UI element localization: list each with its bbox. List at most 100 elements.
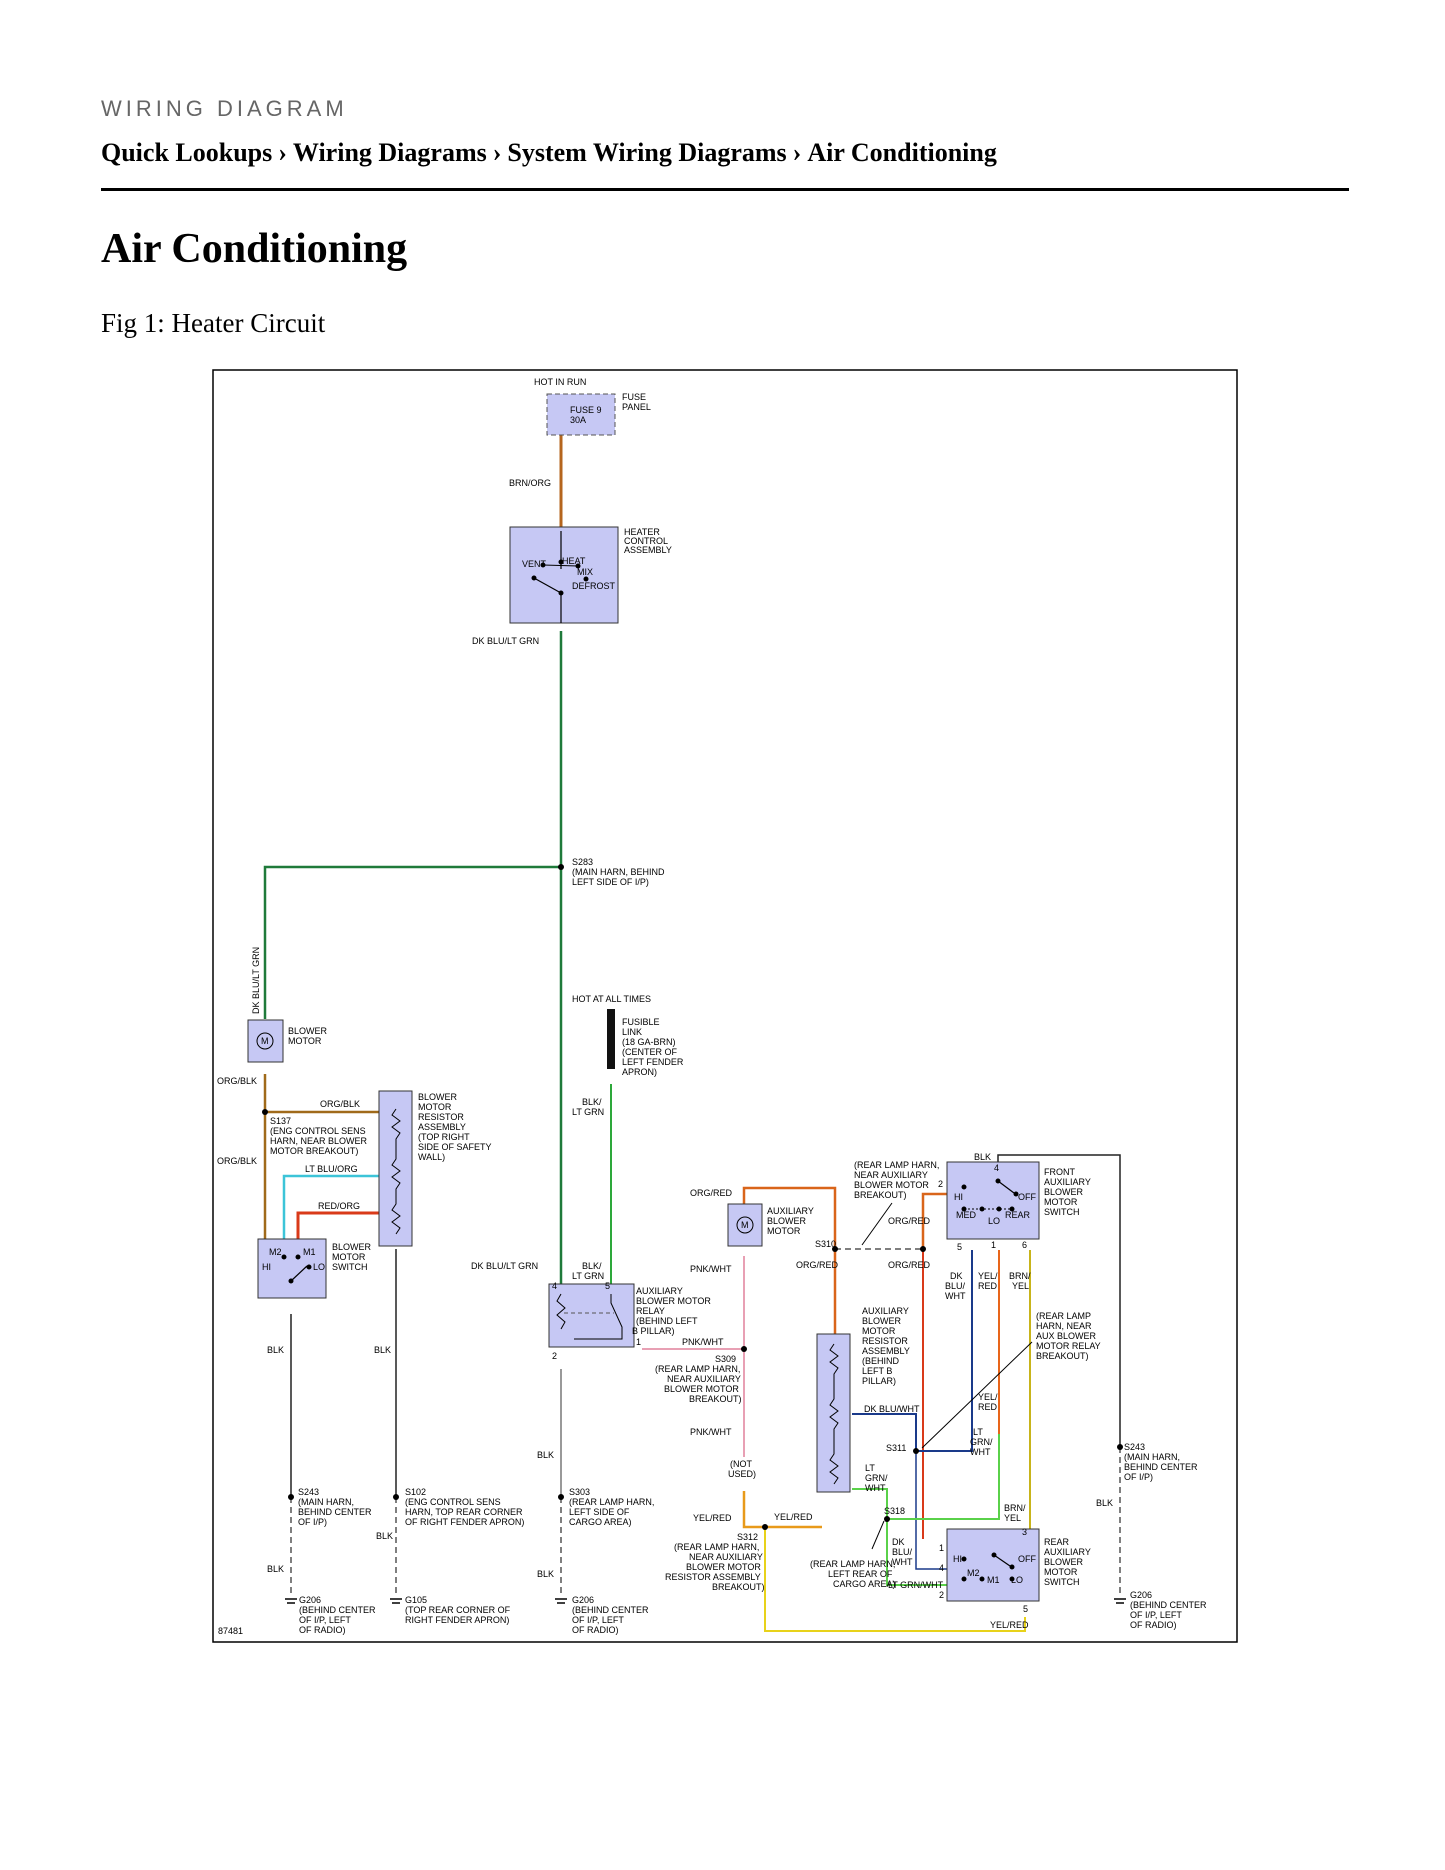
- wire-lt-grn-wht: [852, 1488, 947, 1586]
- blower-motor-symbol: [256, 1032, 274, 1050]
- label-blk-2: BLK: [374, 1345, 391, 1355]
- label-s303-4: CARGO AREA): [569, 1517, 632, 1527]
- label-rear-lo: LO: [1011, 1575, 1023, 1585]
- label-s102-2: (ENG CONTROL SENS: [405, 1497, 501, 1507]
- label-s309-3: NEAR AUXILIARY: [667, 1374, 741, 1384]
- label-g206-c1: G206: [1130, 1590, 1152, 1600]
- label-dk-blu-lt-grn-top: DK BLU/LT GRN: [472, 636, 539, 646]
- label-front-med: MED: [956, 1210, 977, 1220]
- label-blk-lt-grn-2a: BLK/: [582, 1261, 602, 1271]
- label-front-rear: REAR: [1005, 1210, 1031, 1220]
- label-s243-r4: OF I/P): [1124, 1472, 1153, 1482]
- label-m2: M2: [269, 1247, 282, 1257]
- label-fusible-1: FUSIBLE: [622, 1017, 660, 1027]
- label-fusible-4: (CENTER OF: [622, 1047, 678, 1057]
- label-s243-r2: (MAIN HARN,: [1124, 1452, 1180, 1462]
- breadcrumb-system-wiring-diagrams[interactable]: System Wiring Diagrams: [507, 138, 787, 167]
- label-blk-lt-grn-1a: BLK/: [582, 1097, 602, 1107]
- label-not-used-1: (NOT: [730, 1459, 752, 1469]
- label-s243-4: OF I/P): [298, 1517, 327, 1527]
- label-s311: S311: [886, 1443, 906, 1453]
- label-hot-in-run: HOT IN RUN: [534, 377, 586, 387]
- label-yel-red-t2: RED: [978, 1402, 998, 1412]
- label-rl-s311-2: HARN, NEAR: [1036, 1321, 1092, 1331]
- splice-points: [262, 864, 1123, 1530]
- label-s312-4: BLOWER MOTOR: [686, 1562, 761, 1572]
- label-yel-red-1: YEL/RED: [693, 1513, 732, 1523]
- wire-yel-red-bottom: [764, 1527, 1026, 1632]
- breadcrumb-wiring-diagrams[interactable]: Wiring Diagrams: [292, 138, 487, 167]
- label-fuse-panel: FUSE: [622, 392, 646, 402]
- wire-red-org: [296, 1211, 379, 1239]
- label-rl-s311-5: BREAKOUT): [1036, 1351, 1089, 1361]
- label-hi: HI: [262, 1262, 271, 1272]
- pin-rear-1: 1: [939, 1543, 944, 1553]
- rear-switch-contacts: [961, 1552, 1015, 1582]
- label-resistor-4: ASSEMBLY: [418, 1122, 466, 1132]
- label-s243-r1: S243: [1124, 1442, 1145, 1452]
- label-s312-2: (REAR LAMP HARN,: [674, 1542, 759, 1552]
- label-figure-number: 87481: [218, 1626, 243, 1636]
- label-fuse-rating: 30A: [570, 415, 586, 425]
- label-s243-1: S243: [298, 1487, 319, 1497]
- label-s312-3: NEAR AUXILIARY: [689, 1552, 763, 1562]
- label-vent: VENT: [522, 559, 547, 569]
- label-g206-c4: OF RADIO): [1130, 1620, 1177, 1630]
- label-s310: S310: [815, 1239, 836, 1249]
- label-blk-lt-grn-1b: LT GRN: [572, 1107, 604, 1117]
- label-m1: M1: [303, 1247, 316, 1257]
- label-not-used-2: USED): [728, 1469, 756, 1479]
- label-dk-blu-wht-s2: BLU/: [892, 1547, 913, 1557]
- label-blower-motor-1: BLOWER: [288, 1026, 328, 1036]
- label-aux-res-2: BLOWER: [862, 1316, 902, 1326]
- breadcrumb-quick-lookups[interactable]: Quick Lookups: [101, 138, 273, 167]
- label-aux-motor-m: M: [741, 1220, 749, 1230]
- label-g206-b1: G206: [572, 1595, 594, 1605]
- label-blower-motor-2: MOTOR: [288, 1036, 322, 1046]
- label-yel-red-t1: YEL/: [978, 1392, 998, 1402]
- label-yel-red-s2: RED: [978, 1281, 998, 1291]
- blower-motor-switch: [257, 1238, 327, 1299]
- label-yel-red-2: YEL/RED: [774, 1512, 813, 1522]
- label-org-red-1: ORG/RED: [690, 1188, 733, 1198]
- label-front-switch-2: AUXILIARY: [1044, 1177, 1091, 1187]
- label-fusible-2: LINK: [622, 1027, 642, 1037]
- label-lt-grn-wht-a1: LT: [865, 1463, 875, 1473]
- ground-symbols: [285, 1598, 1126, 1604]
- label-heat: HEAT: [562, 556, 586, 566]
- label-dk-blu-wht-s1: DK: [892, 1537, 905, 1547]
- label-blk-4: BLK: [376, 1531, 393, 1541]
- label-dk-blu-wht-s3: WHT: [892, 1557, 913, 1567]
- label-lt-grn-wht-b3: WHT: [970, 1447, 991, 1457]
- label-resistor-3: RESISTOR: [418, 1112, 464, 1122]
- label-resistor-6: SIDE OF SAFETY: [418, 1142, 492, 1152]
- label-lo: LO: [313, 1262, 325, 1272]
- label-front-off: OFF: [1018, 1192, 1036, 1202]
- label-heater-control-2: CONTROL: [624, 536, 668, 546]
- pin-relay-4: 4: [552, 1281, 557, 1291]
- label-blk-lt-grn-2b: LT GRN: [572, 1271, 604, 1281]
- label-g206-b2: (BEHIND CENTER: [572, 1605, 649, 1615]
- breadcrumb-air-conditioning[interactable]: Air Conditioning: [807, 138, 997, 167]
- label-fusible-6: APRON): [622, 1067, 657, 1077]
- pin-front-6: 6: [1022, 1240, 1027, 1250]
- label-s309-5: BREAKOUT): [689, 1394, 742, 1404]
- label-g206-b3: OF I/P, LEFT: [572, 1615, 624, 1625]
- label-pnk-wht-3: PNK/WHT: [690, 1427, 732, 1437]
- label-motor-m: M: [261, 1036, 269, 1046]
- label-dk-blu-wht-t1: DK: [950, 1271, 963, 1281]
- label-aux-relay-4: (BEHIND LEFT: [636, 1316, 698, 1326]
- label-s137-3: HARN, NEAR BLOWER: [270, 1136, 368, 1146]
- front-switch-contacts: [961, 1178, 1019, 1212]
- breadcrumb: Quick Lookups›Wiring Diagrams›System Wir…: [101, 138, 997, 168]
- label-s102-4: OF RIGHT FENDER APRON): [405, 1517, 524, 1527]
- pin-front-1: 1: [991, 1240, 996, 1250]
- label-s283-2: (MAIN HARN, BEHIND: [572, 867, 665, 877]
- label-blower-switch-2: MOTOR: [332, 1252, 366, 1262]
- label-hot-at-all-times: HOT AT ALL TIMES: [572, 994, 651, 1004]
- label-s102-1: S102: [405, 1487, 426, 1497]
- label-org-red-3: ORG/RED: [796, 1260, 839, 1270]
- label-g206-a3: OF I/P, LEFT: [299, 1615, 351, 1625]
- label-rl-s310-4: BREAKOUT): [854, 1190, 907, 1200]
- label-g105-1: G105: [405, 1595, 427, 1605]
